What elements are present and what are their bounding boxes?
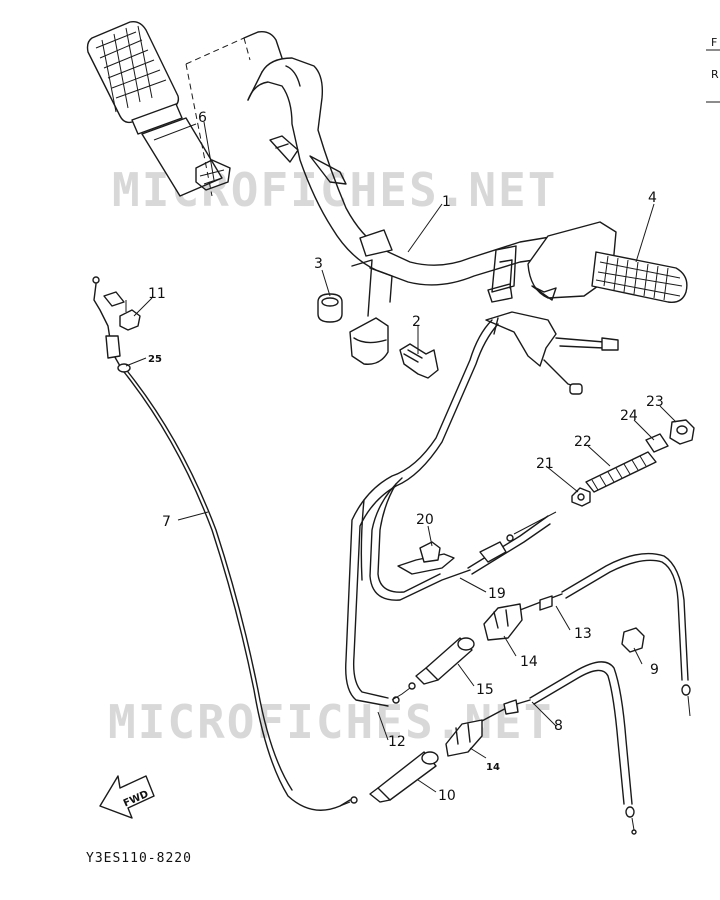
callout-3: 3 <box>314 256 323 272</box>
callout-6: 6 <box>198 110 207 126</box>
leader-lines <box>125 121 677 793</box>
clutch-bracket <box>485 311 619 395</box>
callout-13: 13 <box>574 626 592 642</box>
part-10 <box>369 751 439 803</box>
handlebar-clamp <box>349 317 389 365</box>
cable-19 <box>360 477 557 601</box>
callout-1: 1 <box>442 194 451 210</box>
throttle-cable <box>92 276 358 811</box>
edge-text-f: F <box>711 36 717 49</box>
holder-14-lower <box>445 719 483 757</box>
callout-25: 25 <box>148 354 162 365</box>
callout-15: 15 <box>476 682 494 698</box>
edge-text-r: R <box>711 68 719 81</box>
callout-4: 4 <box>648 190 657 206</box>
callout-19: 19 <box>488 586 506 602</box>
callout-2: 2 <box>412 314 421 330</box>
callout-8: 8 <box>554 718 563 734</box>
callout-7: 7 <box>162 514 171 530</box>
right-switch-grip <box>527 221 688 303</box>
bolt-2 <box>399 343 439 379</box>
callout-14-lower: 14 <box>486 762 500 773</box>
callout-22: 22 <box>574 434 592 450</box>
adjuster-parts <box>571 419 695 507</box>
screw-11 <box>119 300 141 331</box>
dashed-bracket-6 <box>185 37 251 197</box>
diagram-code: Y3ES110-8220 <box>86 851 192 866</box>
part-15 <box>415 637 475 685</box>
callout-21: 21 <box>536 456 554 472</box>
clip-20 <box>397 541 455 575</box>
callout-14-upper: 14 <box>520 654 538 670</box>
handlebar <box>243 30 557 317</box>
callout-11: 11 <box>148 286 166 302</box>
callout-24: 24 <box>620 408 638 424</box>
watermark-bottom: MICROFICHES.NET <box>108 695 553 749</box>
callout-10: 10 <box>438 788 456 804</box>
callout-12: 12 <box>388 734 406 750</box>
callout-23: 23 <box>646 394 664 410</box>
holder-14-upper <box>483 603 523 641</box>
fwd-arrow-icon: FWD <box>99 775 155 819</box>
washer-3 <box>317 293 343 323</box>
cable-12 <box>345 319 499 707</box>
callout-9: 9 <box>650 662 659 678</box>
part-9 <box>621 627 645 653</box>
left-grip <box>86 20 231 197</box>
callout-20: 20 <box>416 512 434 528</box>
cable-13 <box>519 552 691 717</box>
cable-8 <box>479 661 637 835</box>
